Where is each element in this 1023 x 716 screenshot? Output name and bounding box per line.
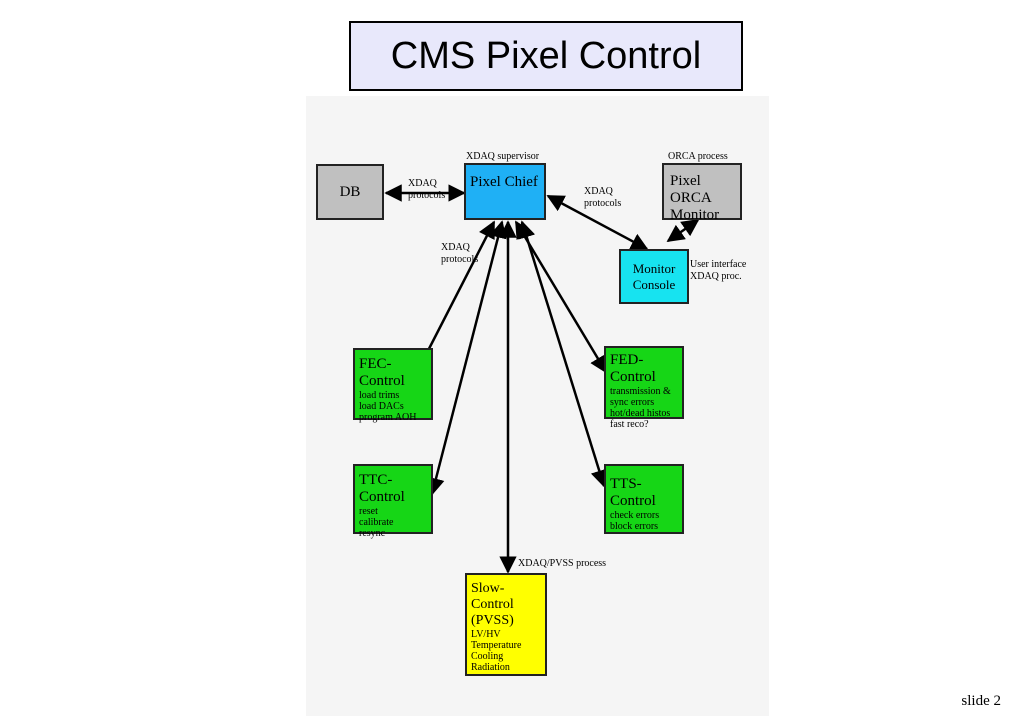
- tts-line: check errors: [610, 510, 660, 521]
- tts-label: TTS-Control: [610, 476, 656, 509]
- fec-line: program AOH: [359, 412, 417, 423]
- fed-line: sync errors: [610, 397, 655, 408]
- architecture-diagram: DB XDAQ supervisor Pixel Chief ORCA proc…: [306, 96, 769, 716]
- ttc-line: resync: [359, 528, 386, 539]
- slow-control-box: Slow-Control (PVSS) LV/HV Temperature Co…: [465, 573, 547, 676]
- chief-console-label-1: XDAQ: [584, 186, 613, 197]
- slow-label-1: Slow-Control: [471, 581, 514, 612]
- arrow-chief-ttc: [427, 220, 507, 496]
- ttc-line: reset: [359, 506, 378, 517]
- fed-line: fast reco?: [610, 419, 649, 430]
- pixel-chief-label: Pixel Chief: [470, 174, 538, 190]
- slow-control-caption: XDAQ/PVSS process: [518, 558, 607, 569]
- db-box: DB: [316, 164, 384, 220]
- slide-number: slide 2: [961, 693, 1001, 709]
- orca-label-2: Monitor: [670, 207, 720, 223]
- fec-line: load DACs: [359, 401, 404, 412]
- pixel-orca-box: Pixel ORCA Monitor: [662, 163, 742, 223]
- ttc-line: calibrate: [359, 517, 394, 528]
- chief-left-label-2: protocols: [441, 254, 479, 265]
- chief-left-label-1: XDAQ: [441, 242, 470, 253]
- arrow-orca-console: [666, 218, 700, 243]
- fed-label: FED-Control: [610, 352, 656, 385]
- chief-console-label-2: protocols: [584, 198, 622, 209]
- console-side-1: User interface: [690, 259, 747, 270]
- slow-line: Cooling: [471, 651, 504, 662]
- pixel-chief-caption: XDAQ supervisor: [466, 151, 540, 162]
- console-side-2: XDAQ proc.: [690, 271, 742, 282]
- slow-label-2: (PVSS): [471, 613, 514, 628]
- connector-arrows: [384, 184, 700, 574]
- slow-line: LV/HV: [471, 629, 501, 640]
- fec-line: load trims: [359, 390, 400, 401]
- fed-line: transmission &: [610, 386, 671, 397]
- tts-control-box: TTS-Control check errors block errors: [604, 464, 684, 534]
- fec-control-box: FEC-Control load trims load DACs program…: [353, 348, 433, 423]
- slide-title: CMS Pixel Control: [349, 21, 743, 91]
- ttc-control-box: TTC-Control reset calibrate resync: [353, 464, 433, 539]
- slow-line: Radiation: [471, 662, 510, 673]
- slow-line: Temperature: [471, 640, 522, 651]
- fed-control-box: FED-Control transmission & sync errors h…: [604, 346, 684, 430]
- arrow-chief-tts: [518, 220, 608, 488]
- console-label-1: Monitor: [632, 261, 676, 276]
- db-chief-label-1: XDAQ: [408, 178, 437, 189]
- ttc-label: TTC-Control: [359, 472, 405, 505]
- orca-caption: ORCA process: [668, 151, 728, 162]
- orca-label-1: Pixel ORCA: [670, 173, 712, 206]
- db-chief-label-2: protocols: [408, 190, 446, 201]
- monitor-console-box: Monitor Console: [619, 249, 689, 304]
- fec-label: FEC-Control: [359, 356, 405, 389]
- db-label: DB: [339, 183, 361, 200]
- console-label-2: Console: [632, 277, 676, 292]
- tts-line: block errors: [610, 521, 659, 532]
- fed-line: hot/dead histos: [610, 408, 671, 419]
- pixel-chief-box: Pixel Chief: [464, 163, 546, 220]
